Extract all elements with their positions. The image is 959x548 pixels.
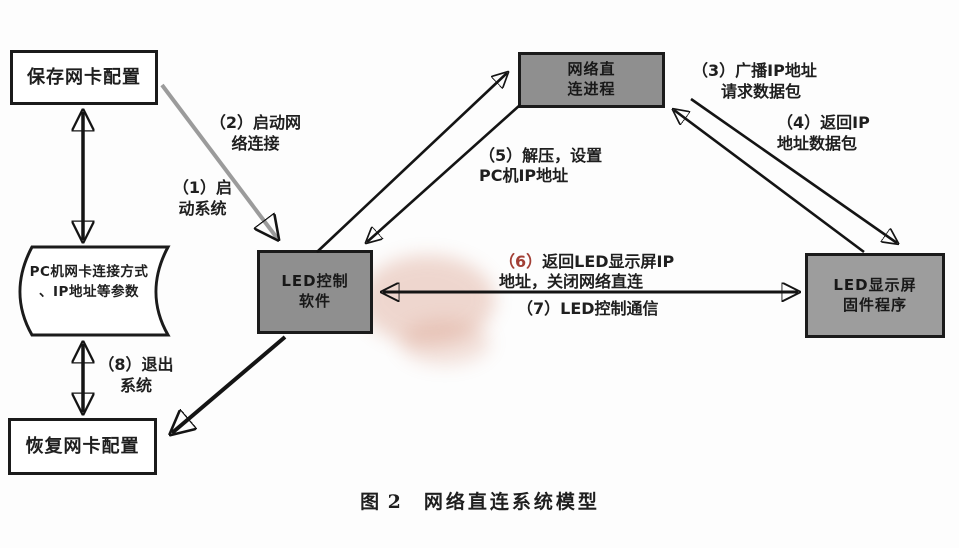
step-label-6: （6）返回LED显示屏IP 地址，关闭网络直连 <box>499 252 674 292</box>
step8-line1: （8）退出 <box>98 355 174 374</box>
step3-line1: （3）广播IP地址 <box>692 61 817 80</box>
step-label-5: （5）解压，设置 PC机IP地址 <box>479 146 602 186</box>
arrow-software-to-restore-config <box>172 335 287 433</box>
step6-line1-rest: 返回LED显示屏IP <box>542 252 675 271</box>
pc-params-line1: PC机网卡连接方式 <box>29 264 149 280</box>
pc-params-line2: 、IP地址等参数 <box>39 284 139 300</box>
network-process-line1: 网络直 <box>567 60 616 79</box>
figure-caption-number: 图 2 <box>360 491 402 513</box>
step5-line1: （5）解压，设置 <box>479 146 603 165</box>
box-led-control-software: LED控制 软件 <box>257 250 373 334</box>
box-led-display-firmware: LED显示屏 固件程序 <box>805 253 945 338</box>
box-network-direct-process: 网络直 连进程 <box>518 52 665 108</box>
step1-line1: （1）启 <box>172 178 233 197</box>
step2-line1: （2）启动网 <box>209 113 302 132</box>
step5-line2: PC机IP地址 <box>479 166 569 185</box>
step-label-7: （7）LED控制通信 <box>517 298 659 319</box>
step1-line2: 动系统 <box>178 199 227 218</box>
led-software-line2: 软件 <box>298 292 331 310</box>
figure-caption-title: 网络直连系统模型 <box>423 491 600 513</box>
stored-data-shape-outline <box>18 245 171 337</box>
step2-line2: 络连接 <box>231 134 280 153</box>
shape-pc-nic-params-label: PC机网卡连接方式 、IP地址等参数 <box>10 262 168 302</box>
step6-line1: （6）返回LED显示屏IP <box>499 252 674 272</box>
box-save-nic-config: 保存网卡配置 <box>10 50 158 105</box>
step7-line1: （7）LED控制通信 <box>517 299 659 318</box>
step6-line2: 地址，关闭网络直连 <box>499 272 644 291</box>
step-label-2: （2）启动网 络连接 <box>193 112 318 154</box>
led-firmware-line2: 固件程序 <box>842 295 907 314</box>
step4-line2: 地址数据包 <box>777 134 858 153</box>
scan-watermark-blob <box>400 320 490 365</box>
box-restore-nic-config: 恢复网卡配置 <box>8 418 157 475</box>
step-label-1: （1）启 动系统 <box>155 177 250 219</box>
step-label-8: （8）退出 系统 <box>86 354 186 396</box>
step3-line2: 请求数据包 <box>721 82 802 101</box>
step-label-3: （3）广播IP地址 请求数据包 <box>692 60 817 102</box>
led-software-line1: LED控制 <box>281 272 349 291</box>
step6-number: （6） <box>499 252 543 271</box>
figure-caption: 图 2 网络直连系统模型 <box>300 487 660 514</box>
network-process-line2: 连进程 <box>567 80 616 98</box>
step-label-4: （4）返回IP 地址数据包 <box>777 112 870 154</box>
step4-line1: （4）返回IP <box>777 113 870 132</box>
box-restore-nic-config-label: 恢复网卡配置 <box>25 435 140 457</box>
step8-line2: 系统 <box>119 376 152 395</box>
box-save-nic-config-label: 保存网卡配置 <box>27 66 141 88</box>
led-firmware-line1: LED显示屏 <box>833 275 917 294</box>
shape-pc-nic-params <box>3 242 175 340</box>
